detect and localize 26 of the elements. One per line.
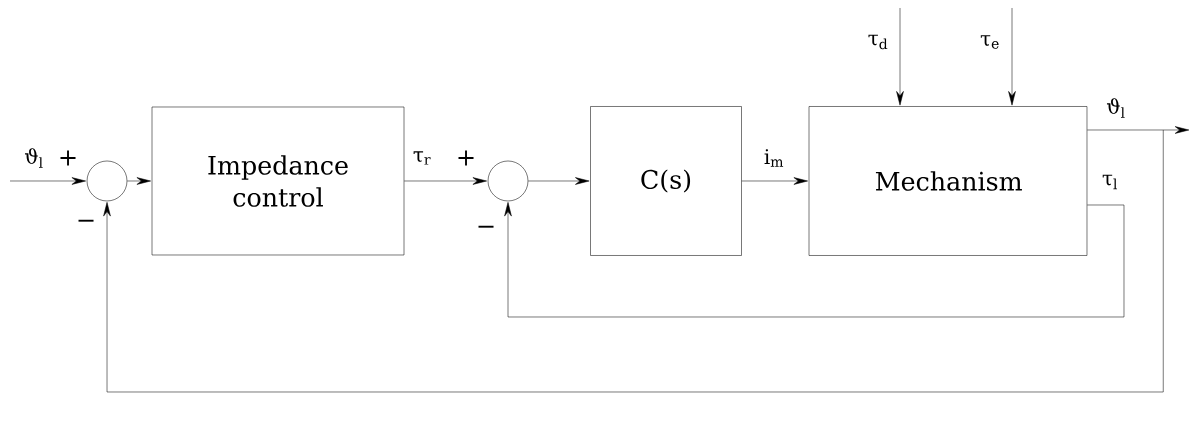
summing-junction <box>487 160 529 202</box>
arrow <box>741 177 808 185</box>
arrow <box>504 202 1125 318</box>
sign-label: + <box>458 150 474 166</box>
arrow <box>103 129 1164 393</box>
arrow <box>9 177 86 185</box>
arrow <box>528 177 590 185</box>
sign-label: − <box>478 225 494 228</box>
block: C(s) <box>590 106 742 256</box>
block: Impedance control <box>151 106 405 256</box>
arrow <box>1008 7 1016 106</box>
block: Mechanism <box>808 106 1088 256</box>
arrow <box>1087 126 1190 134</box>
arrow <box>404 177 487 185</box>
signal-label: τ$_{d}$ <box>866 33 890 51</box>
signal-label: τ$_{l}$ <box>1100 173 1120 191</box>
signal-label: ϑ$_{l}$ <box>22 146 46 170</box>
arrow <box>127 177 151 185</box>
signal-label: i$_{m}$ <box>762 147 786 169</box>
signal-label: τ$_{r}$ <box>411 150 433 166</box>
arrow <box>896 7 904 106</box>
summing-junction <box>86 160 128 202</box>
signal-label: τ$_{e}$ <box>978 33 1002 51</box>
sign-label: + <box>60 150 76 166</box>
signal-label: ϑ$_{l}$ <box>1104 96 1128 120</box>
sign-label: − <box>78 219 94 222</box>
